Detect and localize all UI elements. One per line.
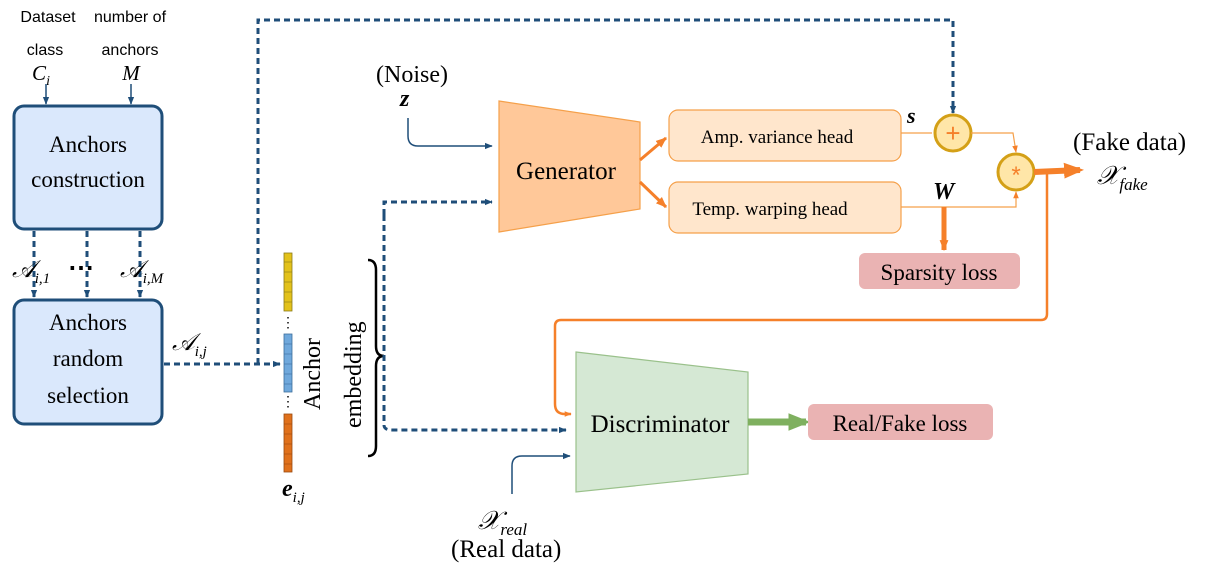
mult-operator: *: [996, 152, 1036, 192]
embedding-vector-symbol: ei,j: [282, 476, 305, 506]
real-data-label: (Real data): [451, 536, 561, 563]
noise-to-generator-arrow: [407, 118, 493, 150]
amp-variance-head-label: Amp. variance head: [701, 127, 854, 148]
sparsity-loss-label: Sparsity loss: [881, 260, 998, 285]
anchor-a-i-1: 𝒜i,1: [12, 257, 50, 287]
real-data-symbol: 𝒳real: [478, 506, 527, 539]
anchors-selection-line3: selection: [47, 383, 129, 408]
discriminator-block: Discriminator: [575, 351, 749, 493]
temp-warping-head: Temp. warping head: [668, 181, 902, 234]
dataset-class-line1: Dataset: [20, 9, 76, 26]
amp-variance-head: Amp. variance head: [668, 109, 902, 162]
generator-to-temp-arrow: [638, 180, 668, 209]
svg-text:⋮: ⋮: [281, 395, 295, 410]
generator-label: Generator: [516, 158, 617, 185]
num-anchors-symbol: M: [121, 61, 141, 85]
num-anchors-line2: anchors: [102, 42, 159, 59]
dataset-class-symbol: Ci: [32, 61, 50, 89]
num-anchors-line1: number of: [94, 9, 167, 26]
mult-sign: *: [1011, 162, 1020, 189]
discriminator-label: Discriminator: [591, 411, 731, 438]
anchors-construction-box: Anchors construction: [12, 104, 164, 231]
noise-label: (Noise): [376, 62, 448, 88]
anchors-selection-line2: random: [53, 346, 123, 371]
noise-symbol: z: [399, 86, 410, 112]
real-fake-loss-box: Real/Fake loss: [808, 404, 993, 440]
temp-warping-head-label: Temp. warping head: [692, 199, 848, 220]
num-anchors-input: number of anchors M: [94, 9, 167, 85]
svg-text:⋮: ⋮: [281, 316, 295, 331]
temp-output-symbol: W: [933, 179, 956, 205]
generator-block: Generator: [498, 100, 641, 233]
real-fake-loss-label: Real/Fake loss: [833, 411, 968, 436]
anchors-construction-line2: construction: [31, 167, 145, 192]
anchor-a-i-m: 𝒜i,M: [120, 257, 165, 287]
fake-to-discriminator-arrow: [553, 172, 1049, 417]
anchor-ellipsis: ⋯: [68, 253, 94, 282]
anchor-set-arrows: [30, 231, 144, 298]
fake-data-label: (Fake data): [1073, 129, 1186, 156]
embedding-to-discriminator-arrow: [382, 215, 567, 434]
anchors-selection-box: Anchors random selection: [12, 298, 164, 426]
embedding-to-generator-arrow: [382, 198, 493, 215]
embedding-brace-label: embedding: [341, 321, 367, 428]
embedding-vector: ⋮ ⋮: [281, 252, 295, 473]
anchors-construction-line1: Anchors: [49, 132, 127, 157]
anchors-selection-line1: Anchors: [49, 310, 127, 335]
anchor-to-plus-arrow: [256, 18, 957, 364]
anchor-vertical-label: Anchor: [300, 338, 326, 410]
mult-to-fake-data-arrow: [1033, 162, 1084, 179]
selected-anchor-symbol: 𝒜i,j: [172, 330, 207, 360]
generator-to-amp-arrow: [639, 136, 667, 162]
temp-to-mult-arrow: [901, 191, 1019, 208]
dataset-class-input: Dataset class Ci: [20, 9, 76, 89]
vector-orange-segment: [283, 413, 293, 473]
plus-to-mult-arrow: [971, 132, 1018, 153]
real-data-to-discriminator-arrow: [511, 452, 571, 494]
embedding-brace: [367, 258, 385, 458]
plus-sign: +: [945, 118, 960, 148]
plus-operator: +: [933, 113, 973, 153]
sparsity-loss-box: Sparsity loss: [859, 253, 1020, 289]
dataset-class-line2: class: [27, 42, 63, 59]
fake-data-symbol: 𝒳fake: [1097, 161, 1148, 194]
vector-blue-segment: [283, 333, 293, 393]
amp-output-symbol: s: [906, 103, 916, 128]
